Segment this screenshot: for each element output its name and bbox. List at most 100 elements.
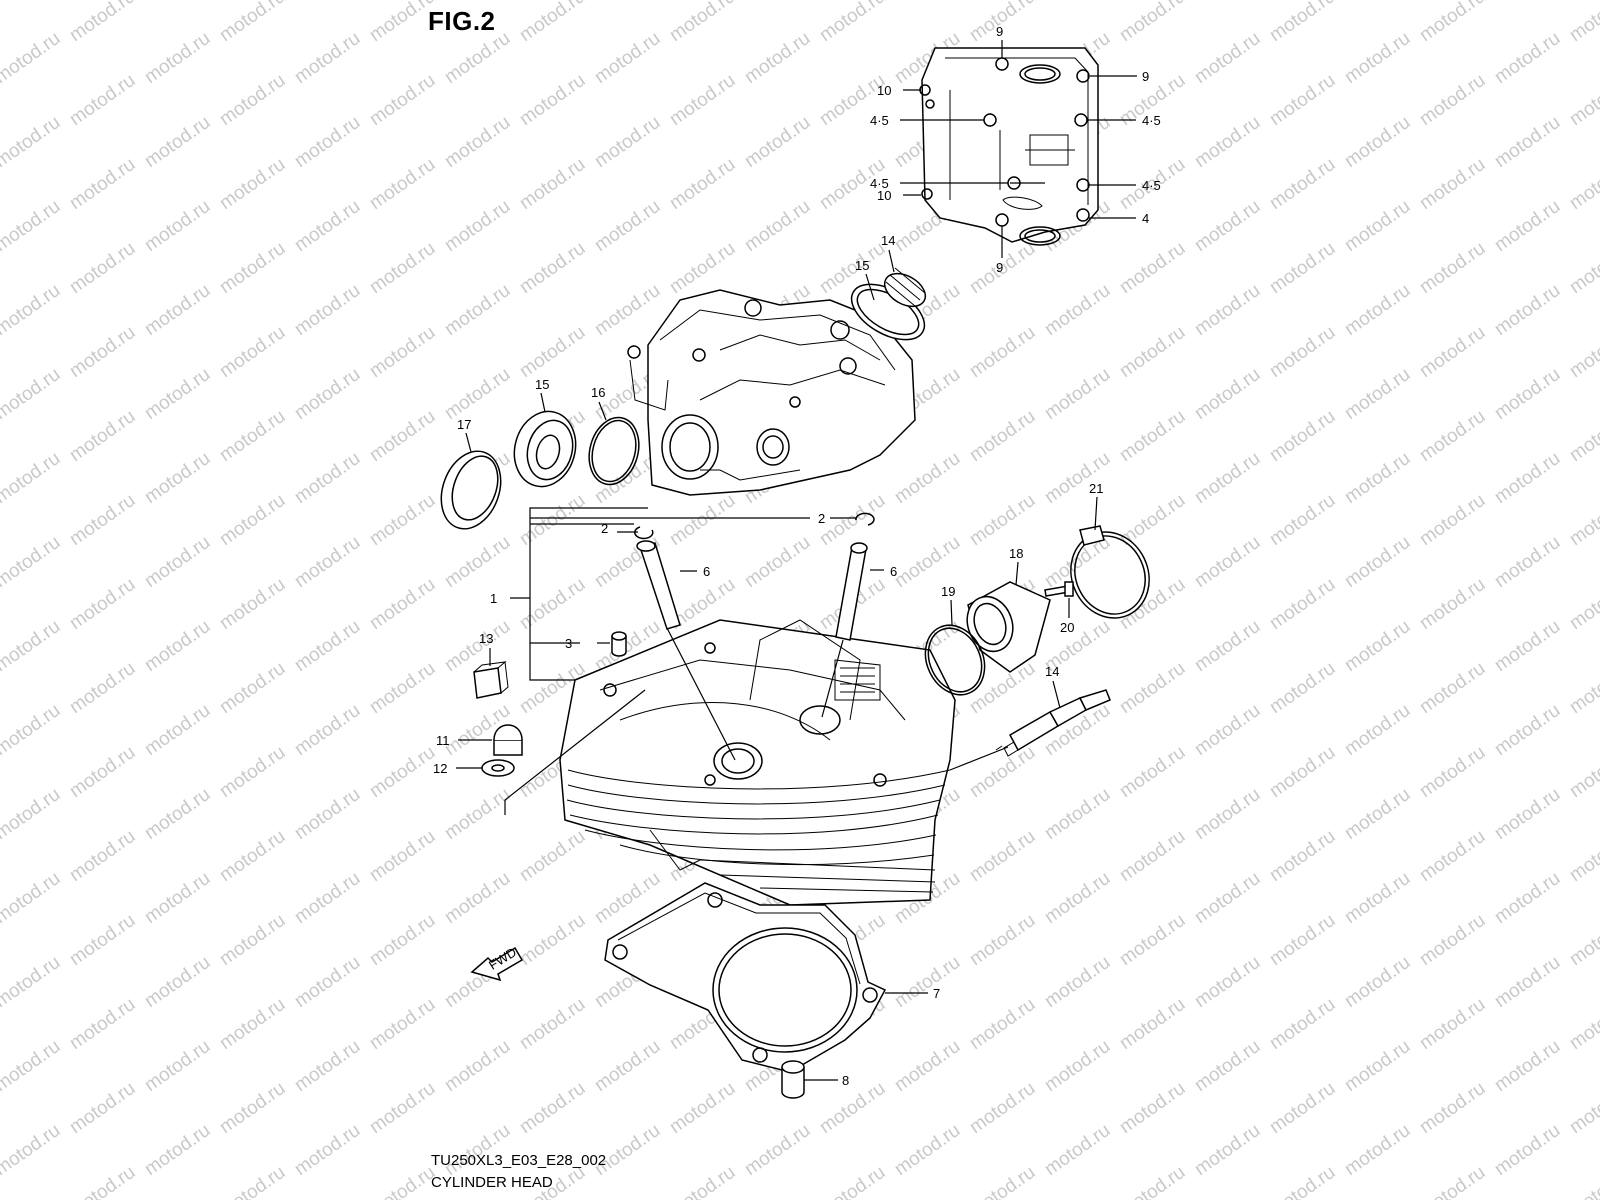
- watermark-text: motod.ru: [666, 238, 739, 298]
- watermark-text: motod.ru: [0, 0, 64, 4]
- watermark-text: motod.ru: [1566, 910, 1600, 970]
- watermark-text: motod.ru: [1566, 154, 1600, 214]
- watermark-text: motod.ru: [441, 868, 514, 928]
- watermark-text: motod.ru: [366, 910, 439, 970]
- watermark-text: motod.ru: [1191, 280, 1264, 340]
- watermark-text: motod.ru: [1191, 28, 1264, 88]
- watermark-text: motod.ru: [516, 826, 589, 886]
- watermark-text: motod.ru: [216, 1162, 289, 1200]
- watermark-text: motod.ru: [1341, 532, 1414, 592]
- watermark-text: motod.ru: [1266, 1162, 1339, 1200]
- watermark-text: motod.ru: [291, 28, 364, 88]
- watermark-text: motod.ru: [516, 910, 589, 970]
- watermark-text: motod.ru: [741, 532, 814, 592]
- watermark-text: motod.ru: [291, 616, 364, 676]
- watermark-text: motod.ru: [0, 952, 64, 1012]
- watermark-text: motod.ru: [291, 532, 364, 592]
- watermark-text: motod.ru: [1566, 1078, 1600, 1138]
- watermark-text: motod.ru: [1041, 952, 1114, 1012]
- callout-4-5-left-upper: 4·5: [870, 113, 889, 128]
- watermark-text: motod.ru: [1266, 70, 1339, 130]
- watermark-text: motod.ru: [366, 658, 439, 718]
- watermark-text: motod.ru: [666, 70, 739, 130]
- watermark-text: motod.ru: [1416, 574, 1489, 634]
- watermark-text: motod.ru: [891, 0, 964, 4]
- watermark-text: motod.ru: [366, 0, 439, 46]
- watermark-text: motod.ru: [1566, 70, 1600, 130]
- watermark-text: motod.ru: [516, 70, 589, 130]
- watermark-text: motod.ru: [891, 1036, 964, 1096]
- watermark-text: motod.ru: [141, 1120, 214, 1180]
- watermark-text: motod.ru: [1266, 238, 1339, 298]
- watermark-text: motod.ru: [66, 70, 139, 130]
- watermark-text: motod.ru: [1341, 280, 1414, 340]
- watermark-text: motod.ru: [1341, 448, 1414, 508]
- watermark-text: motod.ru: [1191, 1036, 1264, 1096]
- watermark-text: motod.ru: [1416, 0, 1489, 46]
- watermark-text: motod.ru: [966, 1078, 1039, 1138]
- watermark-text: motod.ru: [741, 1120, 814, 1180]
- valve-guide-left: [636, 540, 681, 630]
- watermark-text: motod.ru: [1041, 868, 1114, 928]
- fwd-arrow: FWD: [470, 944, 524, 982]
- callout-4-5-left-lower: 4·5: [870, 176, 889, 191]
- watermark-text: motod.ru: [1491, 0, 1564, 4]
- watermark-text: motod.ru: [1041, 784, 1114, 844]
- callout-6-right: 6: [890, 564, 897, 579]
- watermark-text: motod.ru: [1491, 700, 1564, 760]
- watermark-text: motod.ru: [591, 0, 664, 4]
- watermark-text: motod.ru: [291, 280, 364, 340]
- watermark-text: motod.ru: [591, 1120, 664, 1180]
- callout-6-left: 6: [703, 564, 710, 579]
- watermark-text: motod.ru: [1341, 112, 1414, 172]
- watermark-text: motod.ru: [1566, 406, 1600, 466]
- callout-2-left: 2: [601, 521, 608, 536]
- watermark-text: motod.ru: [1416, 658, 1489, 718]
- watermark-text: motod.ru: [1566, 238, 1600, 298]
- diagram-caption: CYLINDER HEAD: [431, 1174, 553, 1191]
- callout-9-bottom: 9: [996, 260, 1003, 275]
- watermark-text: motod.ru: [0, 28, 64, 88]
- watermark-text: motod.ru: [216, 322, 289, 382]
- watermark-text: motod.ru: [1116, 406, 1189, 466]
- valve-cap-15: [513, 410, 577, 488]
- watermark-text: motod.ru: [1041, 0, 1114, 4]
- watermark-text: motod.ru: [141, 448, 214, 508]
- watermark-text: motod.ru: [441, 532, 514, 592]
- watermark-text: motod.ru: [441, 784, 514, 844]
- watermark-text: motod.ru: [1191, 448, 1264, 508]
- watermark-text: motod.ru: [216, 574, 289, 634]
- watermark-text: motod.ru: [1266, 658, 1339, 718]
- watermark-text: motod.ru: [66, 574, 139, 634]
- watermark-text: motod.ru: [1491, 112, 1564, 172]
- watermark-text: motod.ru: [141, 280, 214, 340]
- watermark-text: motod.ru: [141, 0, 214, 4]
- watermark-text: motod.ru: [216, 826, 289, 886]
- watermark-text: motod.ru: [66, 1078, 139, 1138]
- watermark-text: motod.ru: [891, 1120, 964, 1180]
- watermark-text: motod.ru: [1191, 196, 1264, 256]
- watermark-text: motod.ru: [1266, 742, 1339, 802]
- watermark-text: motod.ru: [291, 1120, 364, 1180]
- callout-4: 4: [1142, 211, 1149, 226]
- watermark-text: motod.ru: [366, 742, 439, 802]
- callout-12: 12: [433, 761, 447, 776]
- watermark-text: motod.ru: [1416, 322, 1489, 382]
- circlip-right: [855, 512, 875, 526]
- watermark-text: motod.ru: [1191, 532, 1264, 592]
- watermark-text: motod.ru: [1116, 742, 1189, 802]
- watermark-text: motod.ru: [1416, 490, 1489, 550]
- watermark-text: motod.ru: [1341, 1120, 1414, 1180]
- o-ring-16: [588, 416, 640, 486]
- watermark-text: motod.ru: [1116, 910, 1189, 970]
- watermark-text: motod.ru: [366, 70, 439, 130]
- watermark-text: motod.ru: [291, 196, 364, 256]
- part-13: [473, 661, 509, 699]
- watermark-text: motod.ru: [666, 154, 739, 214]
- watermark-text: motod.ru: [66, 658, 139, 718]
- watermark-text: motod.ru: [291, 784, 364, 844]
- watermark-text: motod.ru: [66, 238, 139, 298]
- oil-filler-cap: [850, 267, 927, 341]
- watermark-text: motod.ru: [516, 994, 589, 1054]
- watermark-text: motod.ru: [1491, 616, 1564, 676]
